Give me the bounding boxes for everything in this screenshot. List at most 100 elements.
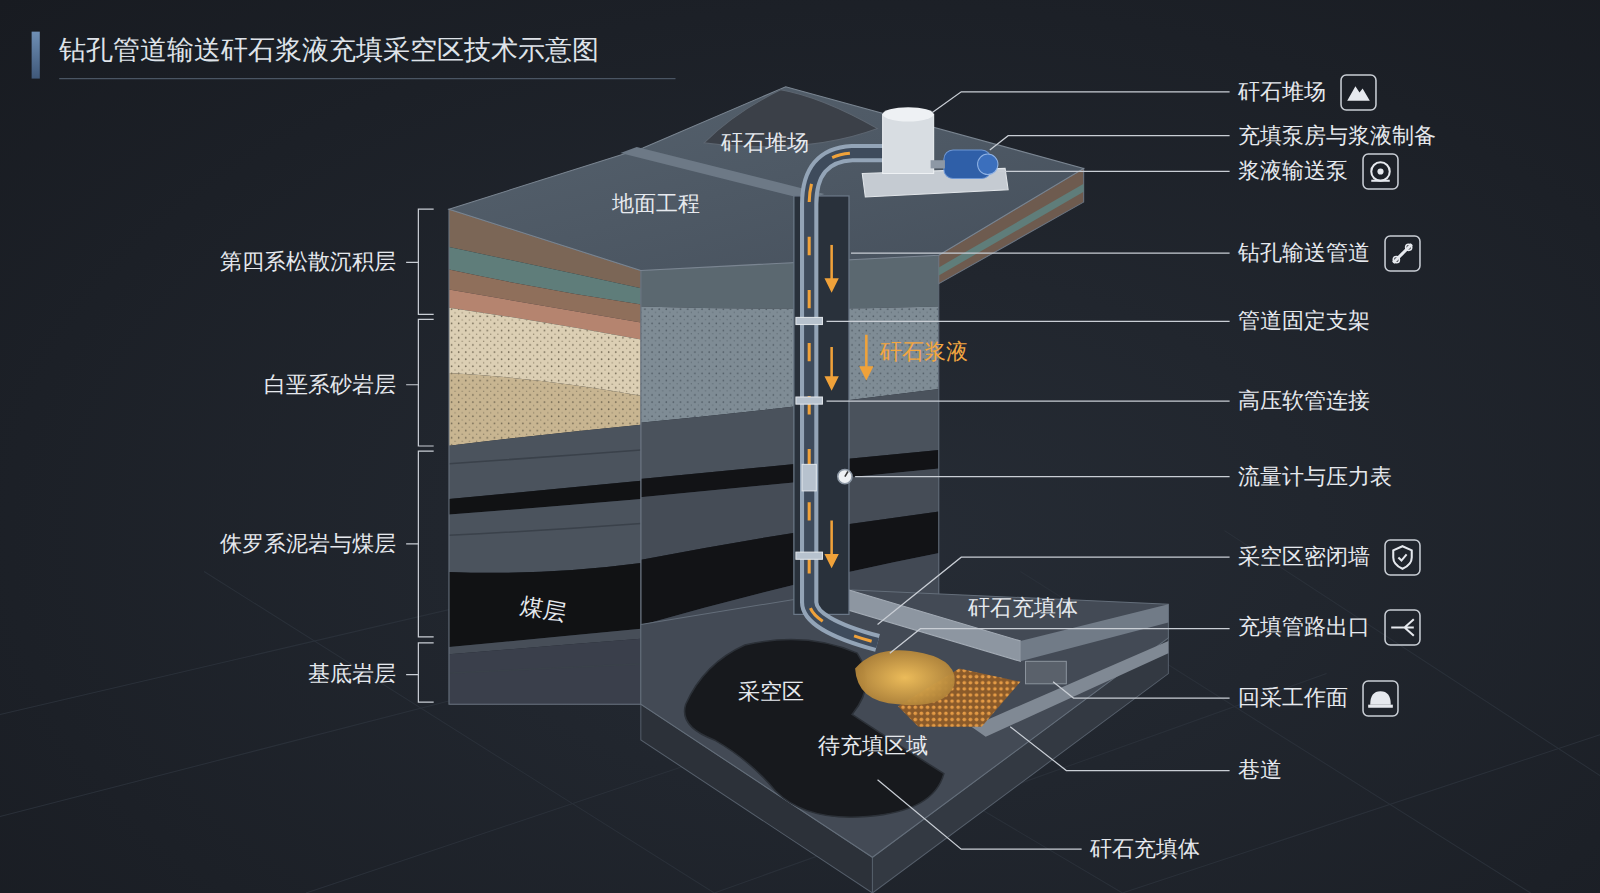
callout-label: 充填泵房与浆液制备 — [1238, 123, 1436, 149]
leader-lines — [878, 780, 1082, 849]
pump-house — [883, 107, 934, 121]
borehole-and-pipe — [827, 280, 837, 290]
title-decoration — [32, 32, 676, 79]
callout-label: 管道固定支架 — [1238, 308, 1370, 334]
illustration — [641, 255, 939, 624]
pump-house — [883, 114, 934, 173]
shield-icon — [1398, 555, 1406, 561]
goaf-floor — [1026, 661, 1067, 683]
base-slab — [641, 638, 1169, 893]
leader-lines — [1053, 682, 1230, 698]
stratum-label: 第四系松散沉积层 — [220, 249, 396, 275]
pipe-icon — [1393, 244, 1412, 263]
callout-label: 巷道 — [1238, 757, 1282, 783]
leader-lines — [851, 252, 1230, 253]
pile-icon — [1347, 86, 1370, 100]
borehole-and-pipe — [794, 153, 903, 643]
inner-rock-face — [633, 245, 949, 633]
layer-brackets — [406, 643, 434, 702]
borehole-and-pipe — [796, 317, 823, 324]
helmet-icon — [1368, 705, 1393, 708]
pump-house — [931, 160, 945, 168]
flow-label: 矸石浆液 — [880, 339, 968, 365]
borehole-and-pipe — [796, 552, 823, 559]
figure-label: 地面工程 — [612, 191, 700, 217]
callout-label: 采空区密闭墙 — [1238, 544, 1370, 570]
borehole-and-pipe — [809, 153, 903, 643]
background-grid — [204, 531, 1600, 893]
callout-label: 浆液输送泵 — [1238, 158, 1348, 184]
title-decoration — [32, 32, 40, 79]
callout-label: 钻孔输送管道 — [1238, 240, 1370, 266]
leader-lines — [878, 557, 1230, 624]
callout-label: 矸石充填体 — [1090, 836, 1200, 862]
stratum-label: 白垩系砂岩层 — [264, 371, 396, 397]
borehole-and-pipe — [865, 335, 868, 370]
figure-label: 矸石堆场 — [721, 130, 809, 156]
goaf-floor — [855, 650, 955, 705]
layer-brackets — [406, 209, 434, 702]
goaf-floor — [641, 590, 1169, 857]
borehole-and-pipe — [827, 245, 872, 565]
leader-lines — [990, 136, 1230, 150]
borehole-and-pipe — [845, 472, 848, 477]
callout-label: 流量计与压力表 — [1238, 463, 1392, 489]
leader-lines — [890, 629, 1230, 653]
shield-icon — [1393, 546, 1412, 569]
ground-surface — [449, 87, 1084, 271]
pump-house — [862, 107, 1008, 197]
pump-icon — [1363, 154, 1398, 189]
callout-label: 回采工作面 — [1238, 685, 1348, 711]
callout-label: 充填管路出口 — [1238, 613, 1370, 639]
callout-label: 矸石堆场 — [1238, 79, 1326, 105]
left-rock-face — [439, 638, 653, 715]
pump-icon — [1371, 180, 1390, 182]
borehole-and-pipe — [802, 464, 816, 491]
borehole-and-pipe — [830, 520, 833, 557]
borehole-and-pipe — [827, 555, 837, 565]
pipe-icon — [1393, 257, 1399, 263]
pump-house — [978, 154, 998, 174]
helmet-icon — [1363, 681, 1398, 716]
figure-label: 矸石充填体 — [968, 595, 1078, 621]
borehole-and-pipe — [830, 347, 833, 380]
layer-brackets — [406, 319, 434, 446]
stratum-label: 基底岩层 — [308, 661, 396, 687]
figure-label: 采空区 — [738, 679, 804, 705]
leader-lines — [933, 92, 1230, 112]
pump-icon — [1362, 153, 1399, 190]
borehole-and-pipe — [838, 469, 852, 483]
left-rock-face — [439, 449, 653, 674]
pump-icon — [1377, 169, 1383, 175]
layer-brackets — [406, 209, 434, 314]
borehole-and-pipe — [830, 245, 833, 282]
leader-lines — [855, 476, 1229, 477]
pipe-icon — [1384, 235, 1421, 272]
helmet-icon — [1370, 691, 1391, 704]
figure-label: 待充填区域 — [818, 733, 928, 759]
diagram-title: 钻孔管道输送矸石浆液充填采空区技术示意图 — [59, 34, 599, 66]
left-rock-face — [439, 498, 653, 573]
outlet-icon — [1384, 609, 1421, 646]
shield-icon — [1384, 539, 1421, 576]
borehole-and-pipe — [809, 153, 903, 643]
borehole-and-pipe — [796, 317, 823, 559]
leader-lines — [827, 321, 1230, 322]
borehole-and-pipe — [809, 153, 903, 643]
callout-label: 高压软管连接 — [1238, 388, 1370, 414]
background-grid — [0, 572, 1600, 893]
shield-icon — [1385, 540, 1420, 575]
leader-lines — [1010, 727, 1229, 771]
pile-icon — [1341, 75, 1376, 110]
borehole-and-pipe — [861, 367, 871, 377]
ground-surface — [449, 87, 1084, 271]
pile-icon — [1340, 74, 1377, 111]
illustration — [449, 209, 641, 704]
stratum-label: 侏罗系泥岩与煤层 — [220, 531, 396, 557]
outlet-icon — [1385, 610, 1420, 645]
helmet-icon — [1362, 680, 1399, 717]
title-decoration — [59, 78, 675, 79]
leader-lines — [998, 171, 1230, 172]
pump-icon — [1371, 163, 1390, 182]
